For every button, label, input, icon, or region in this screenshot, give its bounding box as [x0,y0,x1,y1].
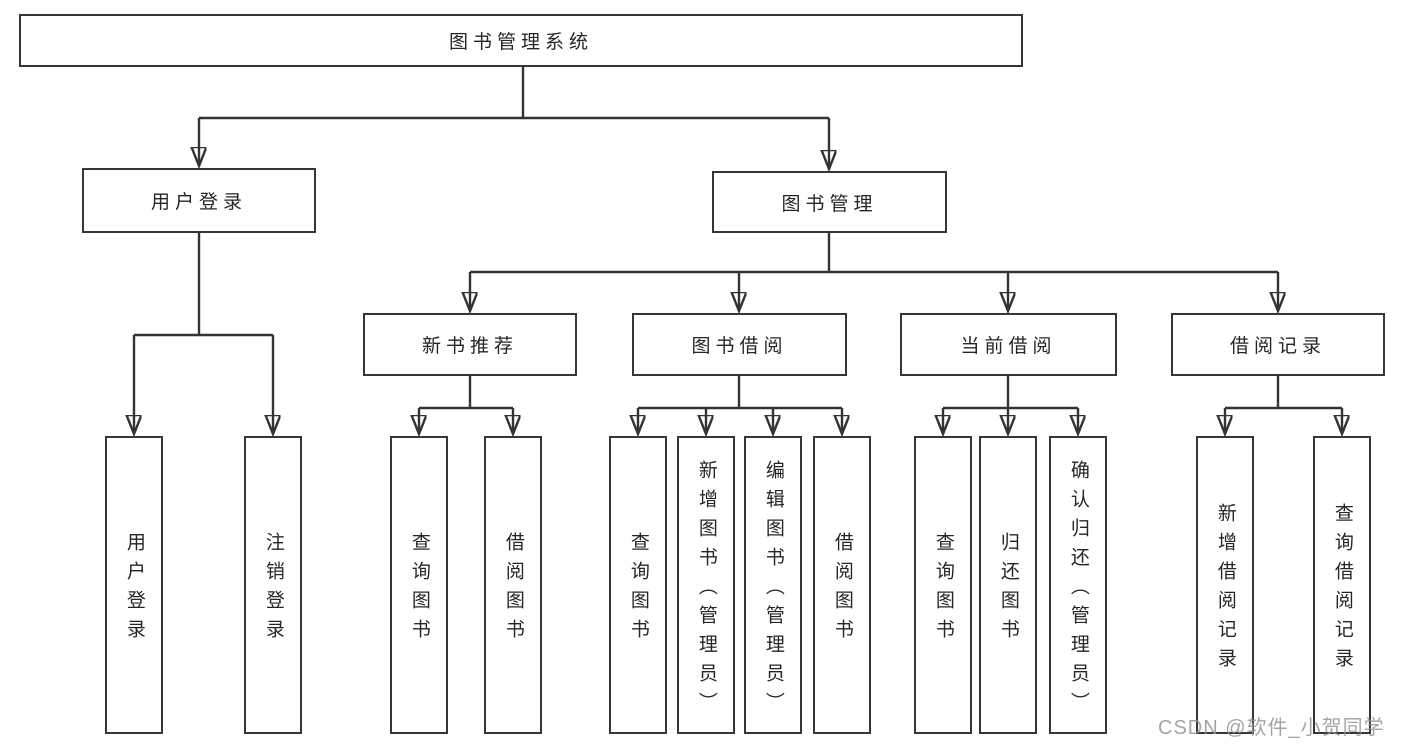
leaf-return-books: 归还图书 [979,436,1037,734]
connector-arrows [134,118,1342,434]
node-borrowing-records: 借阅记录 [1171,313,1385,376]
leaf-add-borrow-record-label: 新增借阅记录 [1214,503,1236,677]
leaf-current-query-books-label: 查询图书 [932,532,954,648]
leaf-confirm-return-admin-label: 确认归还（管理员） [1067,459,1089,721]
watermark: CSDN @软件_小贺同学 [1158,717,1385,739]
leaf-recommend-query-books: 查询图书 [390,436,448,734]
node-book-management: 图书管理 [712,171,947,233]
leaf-user-login: 用户登录 [105,436,163,734]
leaf-add-books-admin: 新增图书（管理员） [677,436,735,734]
leaf-confirm-return-admin: 确认归还（管理员） [1049,436,1107,734]
leaf-query-borrow-record: 查询借阅记录 [1313,436,1371,734]
leaf-edit-books-admin: 编辑图书（管理员） [744,436,802,734]
leaf-add-borrow-record: 新增借阅记录 [1196,436,1254,734]
leaf-borrowing-query-books: 查询图书 [609,436,667,734]
leaf-return-books-label: 归还图书 [997,532,1019,648]
leaf-query-borrow-record-label: 查询借阅记录 [1331,503,1353,677]
leaf-borrowing-borrow-books-label: 借阅图书 [831,532,853,648]
leaf-logout-label: 注销登录 [262,532,284,648]
connector-trunks [134,67,1342,410]
node-user-login: 用户登录 [82,168,316,233]
node-current-borrowing: 当前借阅 [900,313,1117,376]
leaf-borrowing-borrow-books: 借阅图书 [813,436,871,734]
leaf-recommend-borrow-books: 借阅图书 [484,436,542,734]
leaf-recommend-borrow-books-label: 借阅图书 [502,532,524,648]
node-book-borrowing: 图书借阅 [632,313,847,376]
leaf-current-query-books: 查询图书 [914,436,972,734]
leaf-user-login-label: 用户登录 [123,532,145,648]
leaf-recommend-query-books-label: 查询图书 [408,532,430,648]
leaf-add-books-admin-label: 新增图书（管理员） [695,459,717,721]
leaf-borrowing-query-books-label: 查询图书 [627,532,649,648]
leaf-edit-books-admin-label: 编辑图书（管理员） [762,459,784,721]
node-new-book-recommendation: 新书推荐 [363,313,577,376]
leaf-logout: 注销登录 [244,436,302,734]
node-library-management-system: 图书管理系统 [19,14,1023,67]
